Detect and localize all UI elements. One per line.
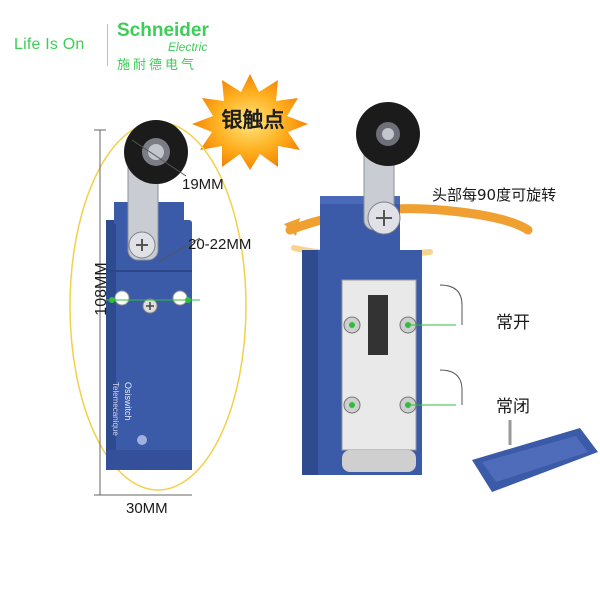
- width-dimension-label: 30MM: [126, 500, 168, 517]
- header-divider: [107, 24, 108, 66]
- rotation-label: 头部每90度可旋转: [432, 186, 557, 204]
- maker-label: Telemecanique: [111, 382, 120, 436]
- model-label: Osiswitch: [123, 382, 133, 421]
- starburst-badge: [192, 74, 308, 170]
- roller-dimension-label: 19MM: [182, 176, 224, 193]
- switch-body: [106, 220, 192, 470]
- badge-label: 银触点: [221, 108, 285, 132]
- normally-open-label: 常开: [496, 313, 530, 333]
- brand-chinese: 施耐德电气: [117, 58, 198, 73]
- lever-dimension-label: 20-22MM: [188, 236, 252, 253]
- tagline: Life Is On: [14, 36, 85, 53]
- right-product-drawing: [284, 102, 598, 492]
- height-dimension-label: 108MM: [93, 262, 110, 316]
- left-product-drawing: [69, 120, 247, 496]
- brand-sub: Electric: [168, 40, 208, 54]
- normally-closed-label: 常闭: [496, 397, 530, 417]
- brand-name: Schneider: [117, 20, 209, 41]
